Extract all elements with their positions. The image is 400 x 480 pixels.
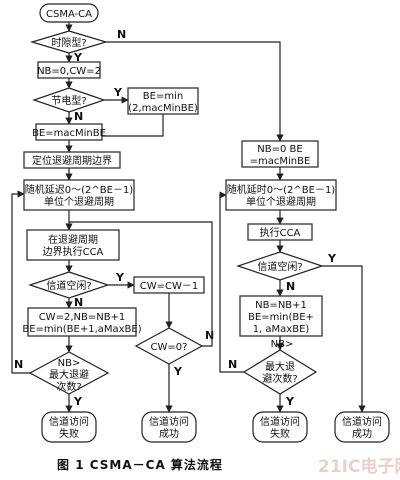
locate-boundary-label: 定位退避周期边界 bbox=[32, 154, 112, 167]
slotted-no-label: N bbox=[117, 28, 126, 41]
channel-idle-left-yes-label: Y bbox=[115, 271, 125, 284]
cw-zero-label: CW=0? bbox=[151, 342, 188, 353]
nb-max-right-no-label: N bbox=[228, 358, 237, 371]
channel-idle-left-no-label: N bbox=[74, 296, 83, 309]
init-unslotted-line1: NB=0 BE bbox=[257, 144, 302, 155]
watermark-logo: 21IC电子网 bbox=[318, 456, 400, 477]
be-min-line1: BE=min bbox=[143, 91, 183, 102]
power-save-no-label: N bbox=[74, 110, 83, 123]
nb-increment-line2: BE=min(BE+ bbox=[248, 312, 314, 323]
random-delay-left-line1: 随机延迟0～(2^BE－1) bbox=[25, 183, 134, 196]
be-min-line2: (2,macMinBE) bbox=[128, 103, 198, 114]
figure-caption: 图 1 CSMA－CA 算法流程 bbox=[57, 457, 223, 472]
fail-right-line1: 信道访问 bbox=[260, 415, 300, 428]
init-slotted-label: NB=0,CW=2 bbox=[37, 66, 101, 77]
fail-left-line1: 信道访问 bbox=[49, 415, 89, 428]
nb-max-left-no-label: N bbox=[14, 358, 23, 371]
slotted-label: 时隙型? bbox=[51, 36, 86, 49]
reset-cw-line2: BE=min(BE+1,aMaxBE) bbox=[22, 324, 141, 335]
slotted-yes-label: Y bbox=[73, 51, 83, 64]
nb-max-right-prefix: NB> bbox=[271, 339, 294, 350]
channel-idle-left-label: 信道空闲? bbox=[46, 279, 91, 292]
nb-max-right-line2: 避次数? bbox=[262, 372, 297, 385]
nb-increment-line3: 1, aMaxBE) bbox=[253, 324, 310, 335]
nb-increment-line1: NB=NB+1 bbox=[255, 300, 307, 311]
random-delay-right-line1: 随机延时0～(2^BE－1) bbox=[227, 183, 336, 196]
cca-boundary-line1: 在退避周期 bbox=[48, 233, 98, 246]
channel-idle-right-label: 信道空闲? bbox=[257, 260, 302, 273]
cca-boundary-line2: 边界执行CCA bbox=[43, 245, 104, 258]
nb-max-left-line3: 次数? bbox=[56, 380, 81, 393]
be-macmin-left-label: BE=macMinBE bbox=[32, 128, 106, 139]
success-right-line2: 成功 bbox=[352, 428, 372, 440]
random-delay-right-box bbox=[225, 179, 337, 211]
nb-max-left-yes-label: Y bbox=[73, 395, 83, 408]
init-unslotted-line2: =macMinBE bbox=[250, 156, 311, 167]
success-left-line1: 信道访问 bbox=[149, 415, 189, 428]
start-label: CSMA-CA bbox=[46, 9, 92, 20]
success-left-line2: 成功 bbox=[159, 428, 179, 440]
cw-zero-no-label: N bbox=[205, 329, 214, 342]
fail-right-node bbox=[252, 411, 308, 443]
cca-boundary-box bbox=[26, 229, 120, 261]
power-save-label: 节电型? bbox=[51, 94, 86, 107]
nb-increment-box bbox=[239, 295, 323, 337]
random-delay-left-line2: 单位个退避周期 bbox=[44, 195, 114, 208]
cw-zero-yes-label: Y bbox=[173, 365, 183, 378]
cw-decrement-label: CW=CW－1 bbox=[140, 281, 198, 292]
locate-boundary-box bbox=[23, 151, 121, 169]
channel-idle-right-yes-label: Y bbox=[327, 252, 337, 265]
success-right-node bbox=[334, 411, 390, 443]
nb-max-left-line1: NB> bbox=[58, 358, 81, 369]
fail-left-node bbox=[41, 411, 97, 443]
nb-max-left-line2: 最大退避 bbox=[49, 368, 89, 381]
channel-idle-right-no-label: N bbox=[286, 280, 295, 293]
be-min-powersave-box bbox=[127, 87, 199, 115]
fail-right-line2: 失败 bbox=[270, 427, 290, 440]
nb-max-right-yes-label: Y bbox=[285, 395, 295, 408]
reset-cw-line1: CW=2,NB=NB+1 bbox=[39, 312, 126, 323]
fail-left-line2: 失败 bbox=[59, 427, 79, 440]
random-delay-left-box bbox=[23, 179, 135, 211]
power-save-yes-label: Y bbox=[113, 86, 123, 99]
random-delay-right-line2: 单位个退避周期 bbox=[246, 195, 316, 208]
reset-cw-box bbox=[27, 307, 137, 337]
success-right-line1: 信道访问 bbox=[342, 415, 382, 428]
success-left-node bbox=[141, 411, 197, 443]
cca-right-label: 执行CCA bbox=[260, 226, 301, 239]
nb-max-right-line1: 最大退 bbox=[265, 360, 295, 373]
